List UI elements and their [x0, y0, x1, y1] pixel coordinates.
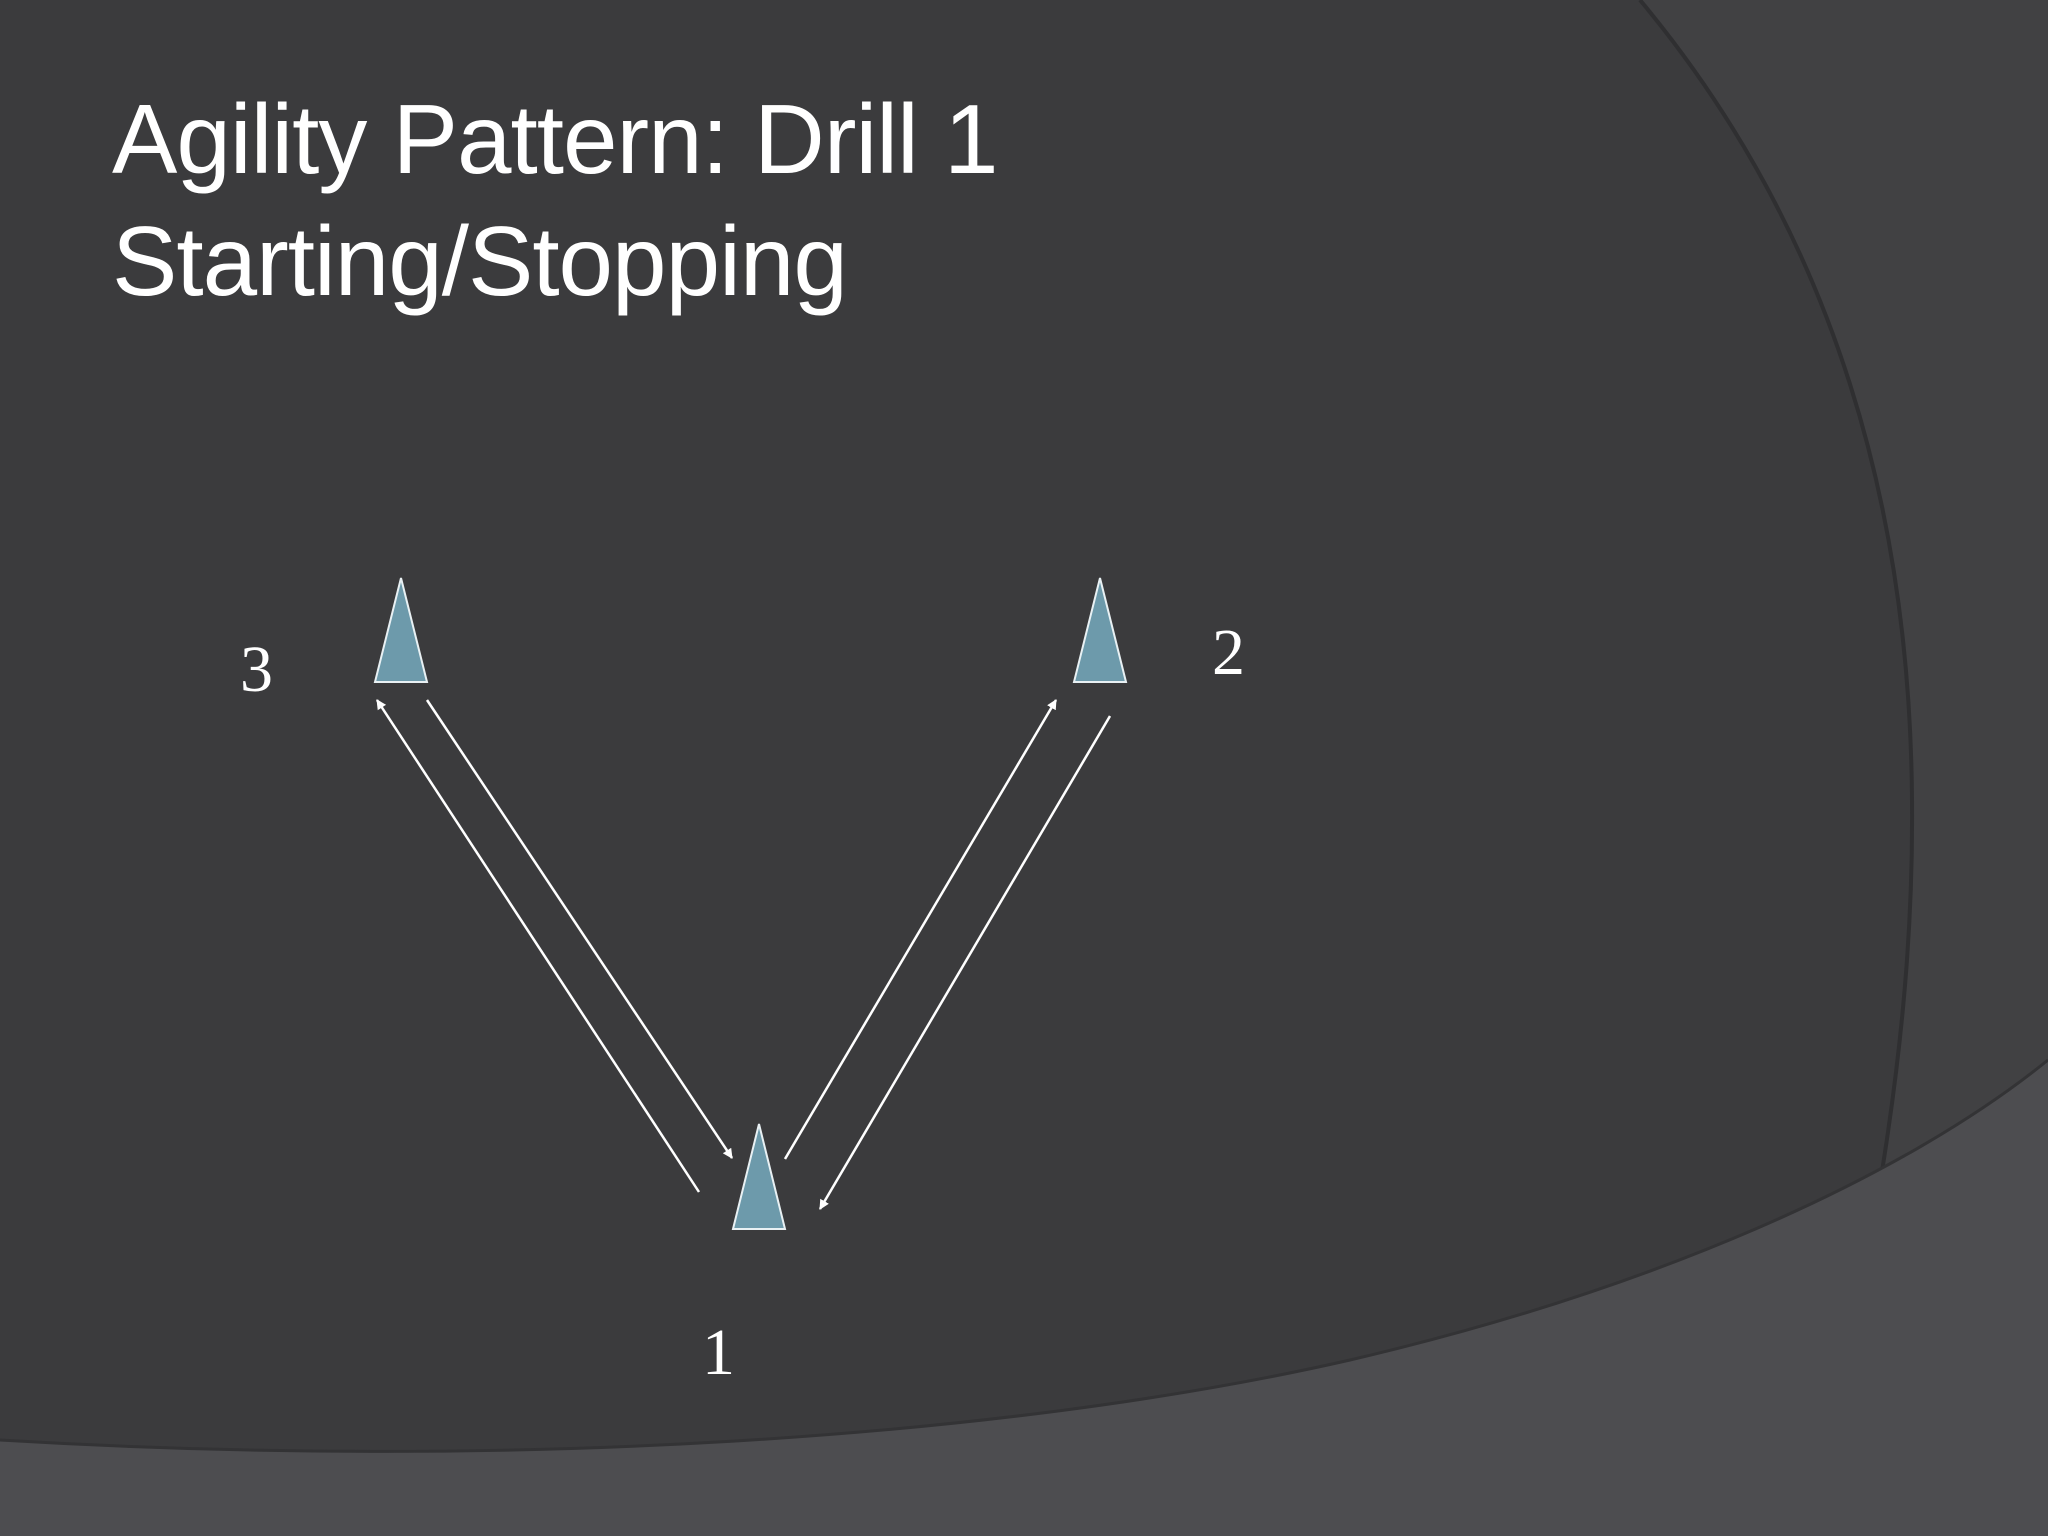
arrow-1-to-3 [375, 699, 701, 1193]
arrow-1-to-2 [783, 699, 1058, 1160]
slide-title-line-1: Agility Pattern: Drill 1 [112, 84, 999, 194]
cone-2-shape [1072, 577, 1128, 683]
background-lower-band [0, 1060, 2048, 1536]
arrow-3-to-1 [425, 699, 734, 1159]
cone-3-label: 3 [240, 633, 273, 706]
arrow-2-to-1 [818, 715, 1112, 1210]
slide-title: Agility Pattern: Drill 1 Starting/Stoppi… [112, 78, 999, 322]
background-lower-band-edge [0, 1058, 2048, 1453]
cone-2-label: 2 [1212, 616, 1245, 689]
cone-3-shape [373, 577, 429, 683]
slide-title-line-2: Starting/Stopping [112, 206, 848, 316]
cone-1-shape [731, 1123, 787, 1230]
cone-1-label: 1 [702, 1316, 735, 1389]
